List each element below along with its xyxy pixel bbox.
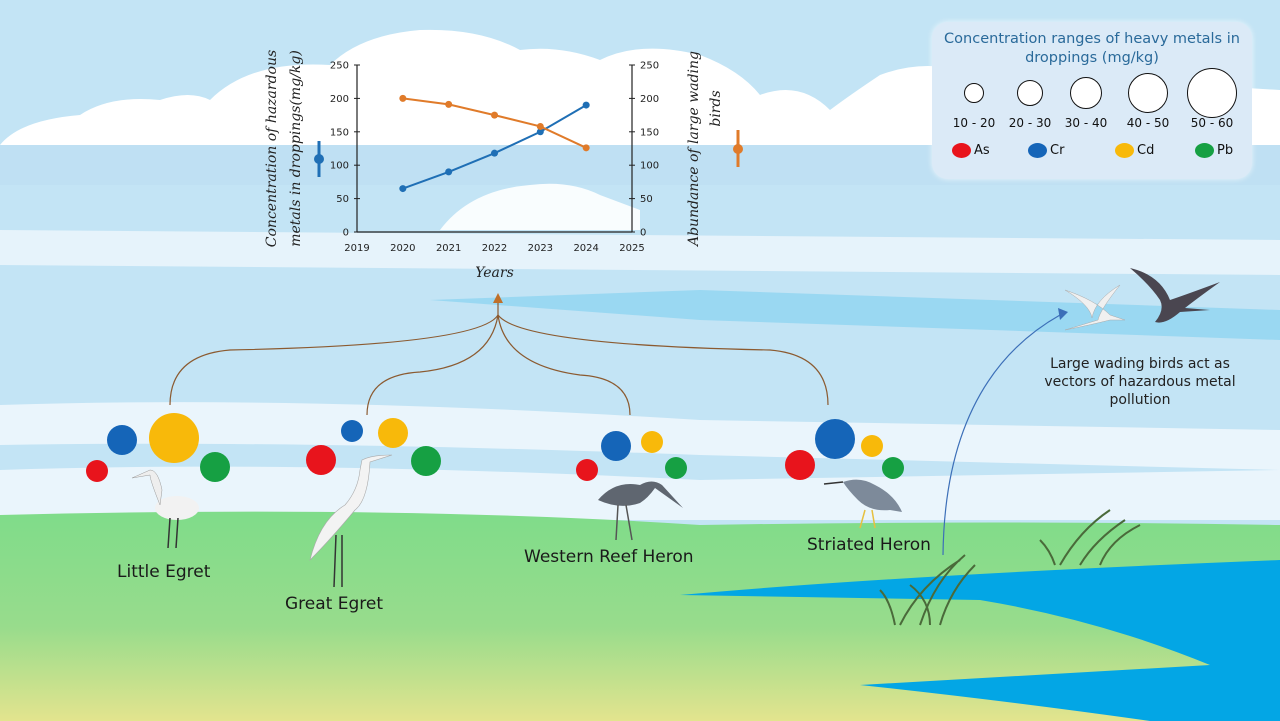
bird-label-striated-heron: Striated Heron — [807, 535, 931, 555]
x-tick-label: 2021 — [436, 243, 461, 254]
x-axis-title: Years — [475, 265, 514, 281]
bubble-cd — [149, 413, 199, 463]
grassland — [0, 511, 1280, 721]
y-tick-label-right: 150 — [640, 127, 659, 138]
legend-metal-swatch-as — [952, 143, 971, 158]
flying-egret-bird-icon — [1064, 284, 1126, 331]
data-point-series-0 — [536, 128, 544, 136]
data-point-series-0 — [445, 168, 453, 176]
bubble-pb — [882, 457, 904, 479]
bubble-as — [86, 460, 108, 482]
legend-title: Concentration ranges of heavy metals in … — [944, 31, 1240, 66]
legend-metal-label: Cd — [1137, 143, 1155, 158]
legend-size-circle — [1017, 80, 1043, 106]
bubble-as — [785, 450, 815, 480]
y-tick-label-right: 50 — [640, 194, 653, 205]
bird-label-western-reef-heron: Western Reef Heron — [524, 547, 694, 567]
y-tick-label-right: 0 — [640, 228, 646, 239]
bubble-cd — [641, 431, 663, 453]
y-tick-label-left: 250 — [330, 61, 349, 72]
y-tick-label-left: 100 — [330, 161, 349, 172]
western-reef-heron-bird-icon — [598, 481, 683, 541]
y-tick-label-left: 200 — [330, 94, 349, 105]
legend-size-circle — [964, 83, 984, 103]
legend-size-circle — [1128, 73, 1168, 113]
data-point-series-0 — [491, 149, 498, 157]
legend-size-label: 40 - 50 — [1126, 116, 1170, 130]
y-axis-title-right: Abundance of large wading — [686, 51, 702, 248]
vector-arrow — [942, 308, 1068, 556]
legend-size-circle — [1070, 77, 1102, 109]
bubble-cr — [815, 419, 855, 459]
legend-size-label: 10 - 20 — [952, 116, 996, 130]
sky-band — [0, 402, 1280, 470]
bubble-cd — [378, 418, 408, 448]
x-tick-label: 2022 — [482, 243, 507, 254]
data-point-series-1 — [399, 94, 407, 102]
bird-label-little-egret: Little Egret — [117, 562, 211, 582]
great-egret-bird-icon — [309, 454, 393, 588]
series-marker-left-dot — [314, 154, 324, 164]
legend-metal-label: Cr — [1050, 143, 1065, 158]
bird-label-great-egret: Great Egret — [285, 594, 384, 614]
legend-metal-label: As — [974, 143, 990, 158]
legend-size-label: 50 - 60 — [1190, 116, 1234, 130]
cloud — [440, 183, 640, 230]
y-tick-label-left: 0 — [343, 228, 349, 239]
data-point-series-0 — [399, 185, 407, 193]
y-tick-label-right: 250 — [640, 61, 659, 72]
data-point-series-0 — [582, 101, 590, 109]
sky-band — [430, 290, 1280, 340]
x-tick-label: 2024 — [573, 243, 598, 254]
bubble-pb — [200, 452, 230, 482]
bubble-pb — [665, 457, 687, 479]
legend-size-label: 30 - 40 — [1064, 116, 1108, 130]
data-point-series-1 — [536, 122, 544, 130]
grass-tuft-icon — [879, 509, 1141, 626]
vector-caption: Large wading birds act as vectors of haz… — [1044, 356, 1236, 408]
connector-lines — [169, 293, 829, 416]
legend-panel: Concentration ranges of heavy metals in … — [932, 22, 1252, 179]
x-tick-label: 2023 — [528, 243, 553, 254]
y-tick-label-left: 50 — [336, 194, 349, 205]
series-marker-right-dot — [733, 144, 743, 154]
striated-heron-bird-icon — [823, 479, 902, 529]
data-point-series-1 — [445, 100, 453, 108]
bubble-pb — [411, 446, 441, 476]
data-point-series-1 — [491, 111, 498, 119]
x-tick-label: 2020 — [390, 243, 415, 254]
bubble-cr — [601, 431, 631, 461]
water — [680, 560, 1280, 721]
bubble-cr — [341, 420, 363, 442]
y-tick-label-right: 100 — [640, 161, 659, 172]
y-tick-label-right: 200 — [640, 94, 659, 105]
little-egret-bird-icon — [131, 469, 199, 549]
y-axis-title-left-line2: metals in droppings(mg/kg) — [288, 50, 304, 247]
legend-metal-swatch-cd — [1115, 143, 1134, 158]
y-tick-label-left: 150 — [330, 127, 349, 138]
flying-heron-bird-icon — [1130, 268, 1220, 323]
bubble-as — [576, 459, 598, 481]
x-tick-label: 2019 — [344, 243, 369, 254]
sky-band — [0, 230, 1280, 275]
x-tick-label: 2025 — [619, 243, 644, 254]
bubble-cr — [107, 425, 137, 455]
legend-size-circle — [1187, 68, 1237, 118]
legend-size-label: 20 - 30 — [1008, 116, 1052, 130]
bubble-cd — [861, 435, 883, 457]
legend-metal-swatch-pb — [1195, 143, 1214, 158]
legend-metal-swatch-cr — [1028, 143, 1047, 158]
y-axis-title-right-line2: birds — [708, 90, 724, 126]
line-chart: 0 0 50 50 100 100 150 150 200 200 250 250 2019 2020 20… — [264, 50, 743, 281]
bubble-as — [306, 445, 336, 475]
data-point-series-1 — [582, 144, 590, 152]
y-axis-title-left: Concentration of hazardous — [264, 50, 280, 247]
legend-metal-label: Pb — [1217, 143, 1234, 158]
